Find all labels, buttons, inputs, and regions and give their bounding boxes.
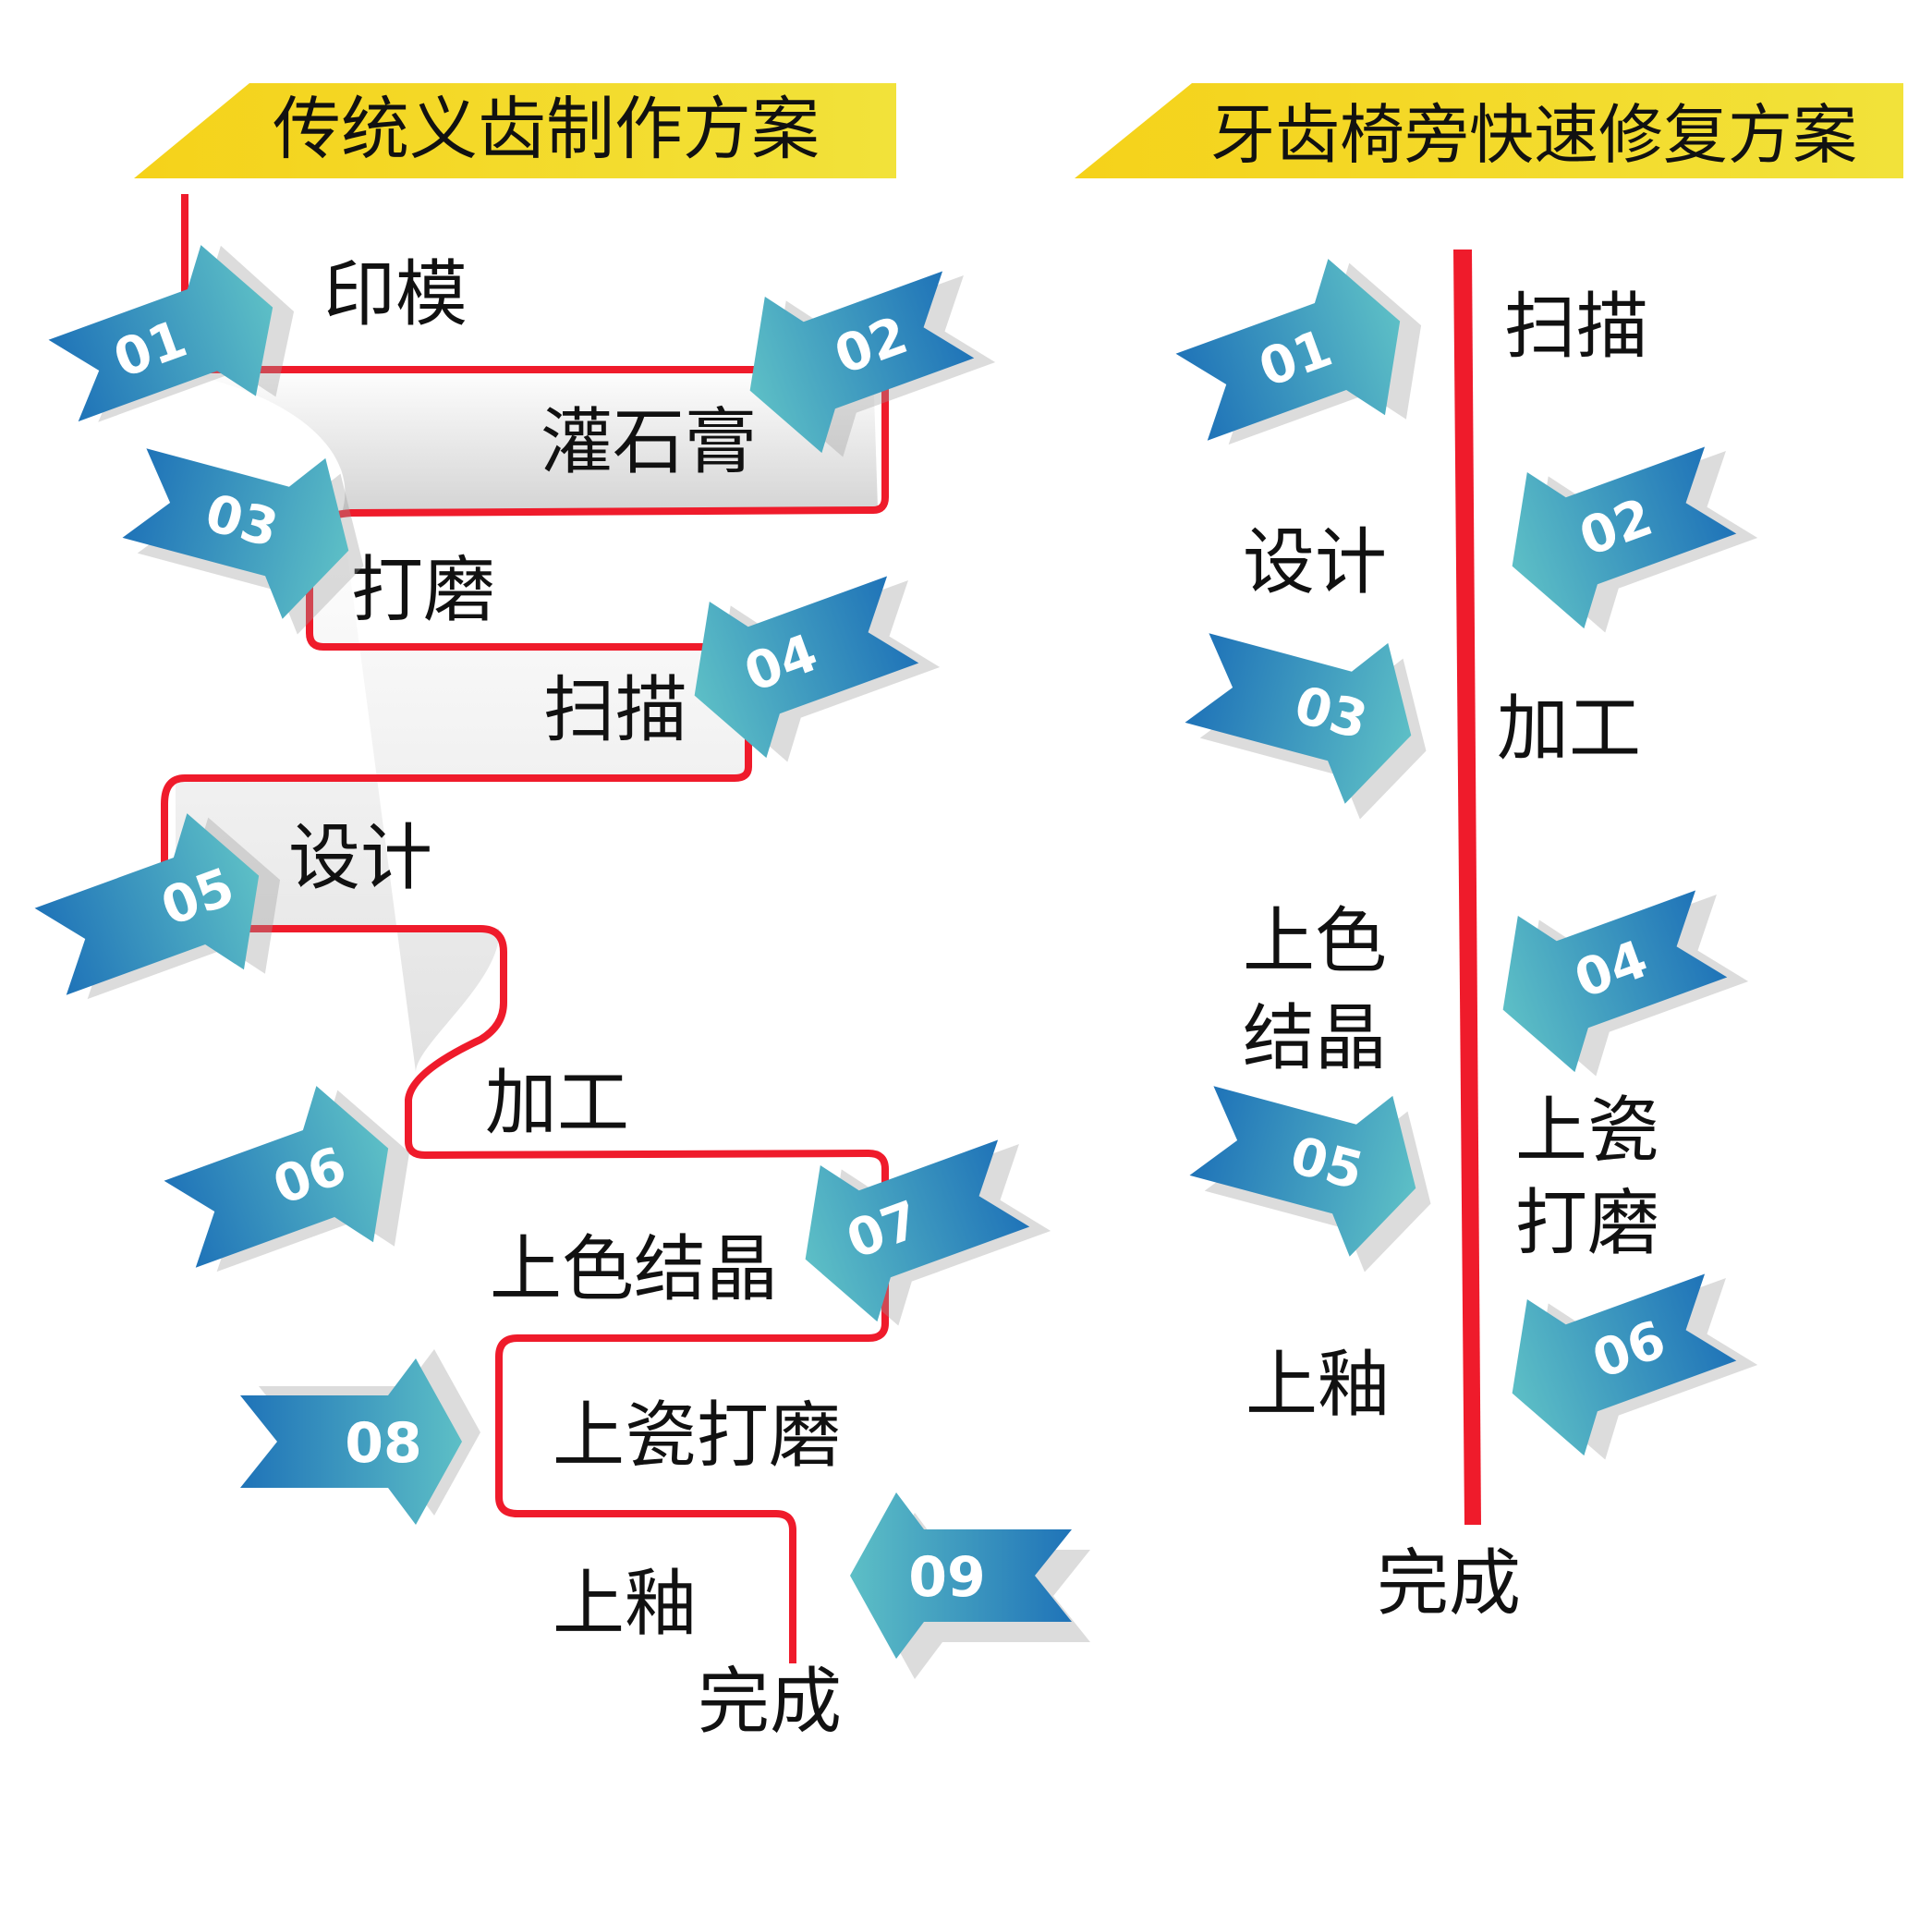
arrow-shape — [1189, 1086, 1416, 1257]
arrow-shape — [694, 576, 919, 759]
right-step-label-6: 上釉 — [1245, 1344, 1390, 1427]
arrow-shape — [34, 813, 260, 995]
right-step-label-2: 设计 — [1243, 521, 1387, 604]
left-arrow-04: 04 — [694, 576, 941, 762]
right-process-line — [1453, 250, 1481, 1525]
right-end-label: 完成 — [1377, 1542, 1521, 1626]
fold-1 — [189, 367, 878, 513]
left-arrow-07: 07 — [805, 1139, 1051, 1326]
right-step-label-4a: 上色 — [1243, 900, 1387, 983]
left-title: 传统义齿制作方案 — [273, 90, 820, 169]
left-arrow-01: 01 — [48, 245, 295, 422]
left-step-label-6: 加工 — [485, 1062, 629, 1145]
right-step-label-5a: 上瓷 — [1515, 1090, 1659, 1173]
arrow-shape — [850, 1492, 1072, 1659]
right-step-arrows: 01 02 03 04 05 — [1175, 259, 1758, 1460]
right-step-label-4: 上色 结晶 — [1243, 900, 1410, 1080]
right-title-banner: 牙齿椅旁快速修复方案 — [1075, 83, 1903, 178]
right-step-label-3: 加工 — [1497, 688, 1641, 771]
left-arrow-02: 02 — [749, 271, 996, 457]
arrow-shape — [1512, 1273, 1737, 1456]
right-step-labels: 扫描 设计 加工 上色 结晶 上瓷 打磨 上釉 完成 — [1243, 286, 1683, 1626]
right-arrow-03: 03 — [1185, 633, 1427, 820]
left-end-label: 完成 — [698, 1661, 842, 1744]
arrow-number: 08 — [345, 1411, 422, 1476]
right-step-label-5: 上瓷 打磨 — [1515, 1090, 1683, 1265]
arrow-shape — [1185, 633, 1412, 804]
left-scheme: 传统义齿制作方案 印模 灌石膏 打磨 扫描 设计 加工 上色结晶 上瓷打磨 上釉… — [34, 83, 1090, 1744]
arrow-shape — [240, 1358, 462, 1525]
arrow-shape — [48, 245, 273, 422]
left-arrow-05: 05 — [34, 813, 281, 1000]
left-step-label-4: 扫描 — [543, 669, 687, 752]
arrow-shape — [122, 448, 349, 619]
left-arrow-06: 06 — [164, 1086, 410, 1273]
right-scheme: 牙齿椅旁快速修复方案 扫描 设计 加工 上色 结晶 上瓷 打磨 上釉 完成 — [1075, 83, 1903, 1626]
left-arrow-08: 08 — [240, 1349, 480, 1525]
left-banner-shape — [134, 83, 896, 178]
right-title: 牙齿椅旁快速修复方案 — [1210, 97, 1857, 173]
left-step-label-7: 上色结晶 — [490, 1228, 778, 1311]
arrow-shape — [1512, 446, 1737, 629]
right-arrow-02: 02 — [1512, 446, 1758, 633]
left-step-arrows: 01 02 03 04 05 — [34, 245, 1090, 1679]
left-title-banner: 传统义齿制作方案 — [134, 83, 896, 178]
arrow-number: 09 — [908, 1545, 986, 1610]
arrow-shape — [1502, 890, 1728, 1073]
left-step-labels: 印模 灌石膏 打磨 扫描 设计 加工 上色结晶 上瓷打磨 上釉 完成 — [288, 253, 842, 1744]
right-step-label-4b: 结晶 — [1243, 997, 1387, 1080]
right-arrow-05: 05 — [1189, 1086, 1431, 1273]
right-arrow-06: 06 — [1512, 1273, 1758, 1460]
arrow-shape — [1175, 259, 1401, 441]
left-step-label-2: 灌石膏 — [541, 401, 757, 484]
left-step-label-5: 设计 — [288, 817, 432, 900]
right-arrow-01: 01 — [1175, 259, 1422, 445]
left-arrow-09: 09 — [850, 1492, 1090, 1679]
right-step-label-5b: 打磨 — [1515, 1182, 1659, 1265]
arrow-shape — [805, 1139, 1030, 1322]
right-step-label-1: 扫描 — [1504, 286, 1648, 369]
right-arrow-04: 04 — [1502, 890, 1749, 1077]
arrow-shape — [749, 271, 975, 454]
left-step-label-9: 上釉 — [553, 1563, 697, 1646]
arrow-shape — [164, 1086, 389, 1268]
right-banner-shape — [1075, 83, 1903, 178]
left-step-label-1: 印模 — [323, 253, 468, 336]
left-step-label-3: 打磨 — [351, 549, 495, 632]
left-step-label-8: 上瓷打磨 — [553, 1394, 841, 1478]
left-arrow-03: 03 — [122, 448, 364, 635]
